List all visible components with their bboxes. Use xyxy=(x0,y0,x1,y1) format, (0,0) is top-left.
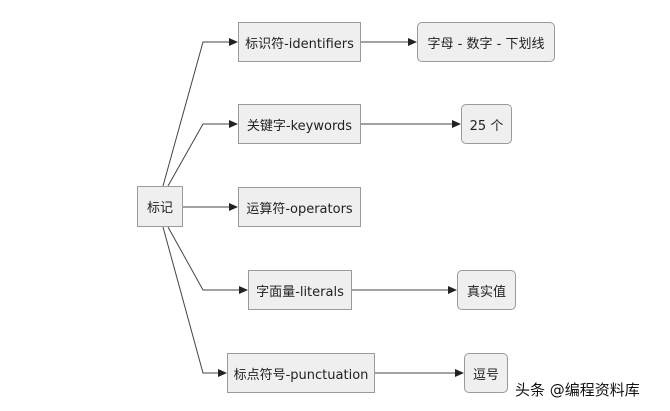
detail-identifiers: 字母 - 数字 - 下划线 xyxy=(417,22,555,62)
edge-root-to-punctuation xyxy=(162,226,227,377)
watermark-text: 头条 @编程资料库 xyxy=(515,381,640,399)
detail-keywords: 25 个 xyxy=(461,104,512,144)
identifiers-detail-label: 字母 - 数字 - 下划线 xyxy=(427,36,545,52)
root-node: 标记 xyxy=(137,186,183,227)
keywords-detail-label: 25 个 xyxy=(469,118,504,134)
identifiers-label: 标识符-identifiers xyxy=(245,36,354,52)
node-keywords: 关键字-keywords xyxy=(238,104,361,144)
edge-root-to-literals xyxy=(167,226,248,294)
node-punctuation: 标点符号-punctuation xyxy=(227,353,375,393)
edge-root-to-identifiers xyxy=(162,38,238,187)
literals-label: 字面量-literals xyxy=(256,284,344,300)
punctuation-label: 标点符号-punctuation xyxy=(233,367,369,383)
keywords-label: 关键字-keywords xyxy=(246,118,353,134)
literals-detail-label: 真实值 xyxy=(466,284,506,300)
node-literals: 字面量-literals xyxy=(248,270,352,310)
detail-literals: 真实值 xyxy=(457,270,516,310)
node-operators: 运算符-operators xyxy=(238,187,361,227)
root-label: 标记 xyxy=(146,201,173,216)
edge-root-to-keywords xyxy=(167,120,238,187)
operators-label: 运算符-operators xyxy=(246,201,353,217)
detail-punctuation: 逗号 xyxy=(464,353,508,393)
node-identifiers: 标识符-identifiers xyxy=(238,22,361,62)
punctuation-detail-label: 逗号 xyxy=(472,367,499,383)
